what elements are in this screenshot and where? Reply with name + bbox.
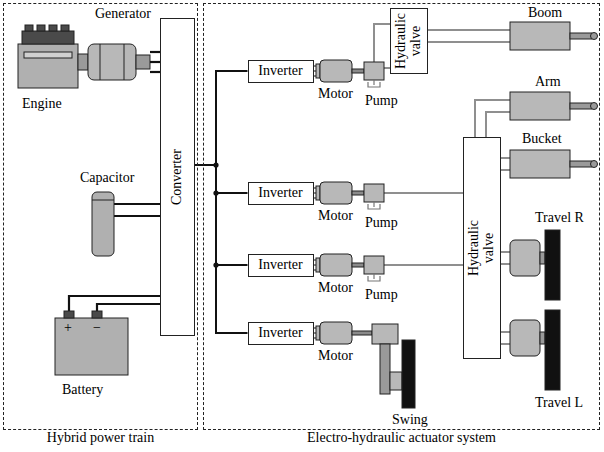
capacitor-figure (92, 192, 114, 256)
part-label: Capacitor (80, 170, 134, 186)
part-label: Bucket (522, 131, 562, 147)
inverter-box: Inverter (248, 60, 314, 83)
part-label: Travel L (535, 395, 583, 411)
part-label: Generator (95, 6, 151, 22)
box-label: Inverter (258, 63, 302, 79)
inverter-box: Inverter (248, 182, 314, 205)
part-label: Motor (318, 208, 353, 224)
box-label: Converter (170, 117, 185, 237)
part-label: Arm (535, 74, 561, 90)
subsystem-region: ConverterHybrid power train (3, 3, 198, 430)
part-label: Battery (62, 382, 103, 398)
motor-wires (314, 66, 320, 338)
part-label: Travel R (535, 210, 584, 226)
power-wires (69, 52, 160, 312)
inverter-box: Inverter (248, 322, 314, 345)
part-label: Pump (365, 215, 398, 231)
valve-box: Hydraulic valve (390, 8, 428, 74)
region-heading: Hybrid power train (4, 430, 197, 446)
part-label: Boom (528, 5, 562, 21)
hydraulic-cylinders (510, 22, 598, 178)
travel-motors (510, 230, 560, 390)
engine-figure (18, 25, 88, 88)
box-label: Inverter (258, 185, 302, 201)
box-label: Inverter (258, 325, 302, 341)
valve-box: Hydraulic valve (463, 137, 501, 359)
part-label: Swing (392, 412, 428, 428)
part-label: Engine (22, 96, 62, 112)
converter-box: Converter (160, 18, 195, 336)
swing-gear (372, 324, 415, 408)
box-label: Hydraulic valve (467, 213, 496, 283)
part-label: Pump (365, 287, 398, 303)
part-label: + (64, 320, 72, 336)
region-heading: Electro-hydraulic actuator system (204, 430, 599, 446)
box-label: Inverter (258, 257, 302, 273)
part-label: Motor (318, 348, 353, 364)
part-label: Pump (365, 93, 398, 109)
box-label: Hydraulic valve (394, 11, 423, 71)
generator-figure (88, 44, 150, 80)
part-label: − (93, 320, 101, 336)
part-label: Motor (318, 86, 353, 102)
tank-symbols (368, 80, 380, 281)
part-label: Motor (318, 280, 353, 296)
inverter-box: Inverter (248, 254, 314, 277)
battery-figure (55, 311, 128, 375)
